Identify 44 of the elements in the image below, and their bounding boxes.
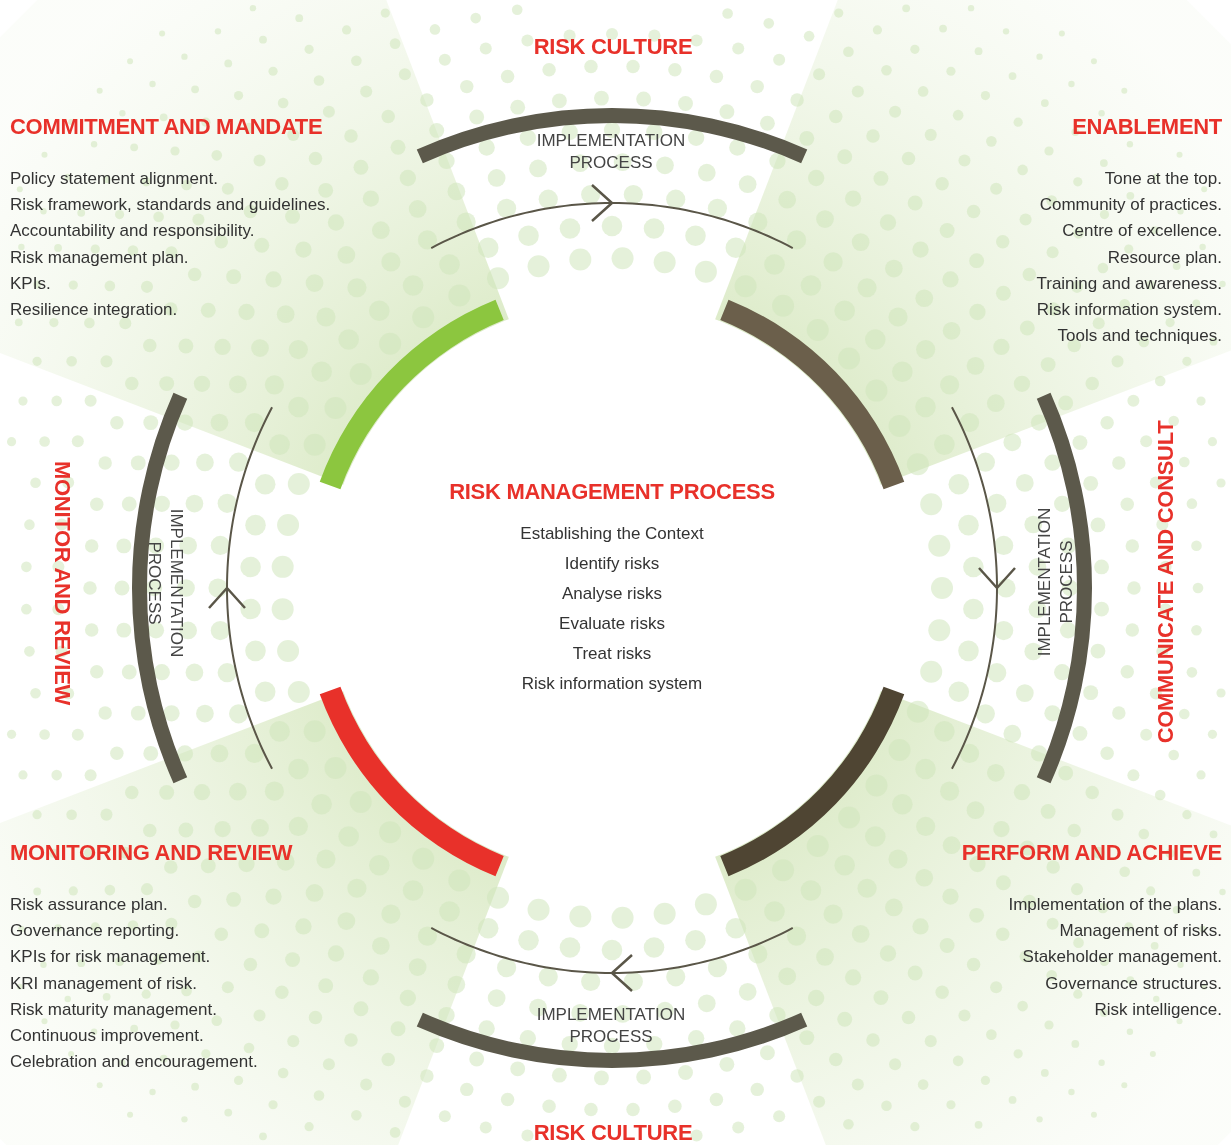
list-item: Resilience integration. — [10, 298, 178, 321]
list-item: Implementation of the plans. — [1008, 893, 1222, 916]
list-item: Risk information system. — [1036, 298, 1222, 321]
process-step: Analyse risks — [561, 579, 663, 609]
process-heading: RISK MANAGEMENT PROCESS — [449, 478, 775, 506]
list-item: Risk maturity management. — [10, 998, 217, 1021]
section-heading: ENABLEMENT — [1072, 114, 1222, 138]
list-item: Training and awareness. — [1036, 272, 1222, 295]
list-item: Management of risks. — [1059, 919, 1222, 942]
list-item: Tone at the top. — [1104, 167, 1222, 190]
list-item: KPIs. — [10, 272, 51, 295]
section-heading: RISK CULTURE — [533, 34, 693, 58]
section-heading: RISK CULTURE — [533, 1120, 693, 1144]
list-item: Governance structures. — [1045, 972, 1222, 995]
process-step: Identify risks — [564, 549, 660, 579]
process-step: Evaluate risks — [559, 609, 665, 639]
list-item: Risk management plan. — [10, 246, 189, 269]
list-item: Centre of excellence. — [1062, 219, 1222, 242]
section-heading: COMMITMENT AND MANDATE — [10, 114, 323, 138]
process-step: Treat risks — [572, 639, 652, 669]
list-item: Tools and techniques. — [1057, 324, 1222, 347]
arrow-label: IMPLEMENTATION PROCESS — [535, 130, 687, 174]
list-item: Resource plan. — [1107, 246, 1222, 269]
list-item: Community of practices. — [1039, 193, 1222, 216]
section-heading: COMMUNICATE AND CONSULT — [1153, 420, 1177, 744]
arrow-label: IMPLEMENTATION PROCESS — [1034, 506, 1077, 659]
list-item: Celebration and encouragement. — [10, 1050, 258, 1073]
list-item: Accountability and responsibility. — [10, 219, 255, 242]
arrow-label: IMPLEMENTATION PROCESS — [144, 507, 187, 660]
list-item: Risk intelligence. — [1094, 998, 1222, 1021]
process-step: Risk information system — [521, 669, 703, 699]
list-item: Risk framework, standards and guidelines. — [10, 193, 331, 216]
section-heading: MONITOR AND REVIEW — [50, 461, 74, 705]
list-item: Policy statement alignment. — [10, 167, 218, 190]
process-step: Establishing the Context — [520, 519, 704, 549]
list-item: KPIs for risk management. — [10, 945, 211, 968]
section-heading: MONITORING AND REVIEW — [10, 840, 293, 864]
section-heading: PERFORM AND ACHIEVE — [961, 840, 1222, 864]
list-item: Governance reporting. — [10, 919, 180, 942]
list-item: KRI management of risk. — [10, 972, 198, 995]
arrow-label: IMPLEMENTATION PROCESS — [535, 1004, 687, 1048]
list-item: Risk assurance plan. — [10, 893, 168, 916]
list-item: Continuous improvement. — [10, 1024, 204, 1047]
list-item: Stakeholder management. — [1022, 945, 1222, 968]
